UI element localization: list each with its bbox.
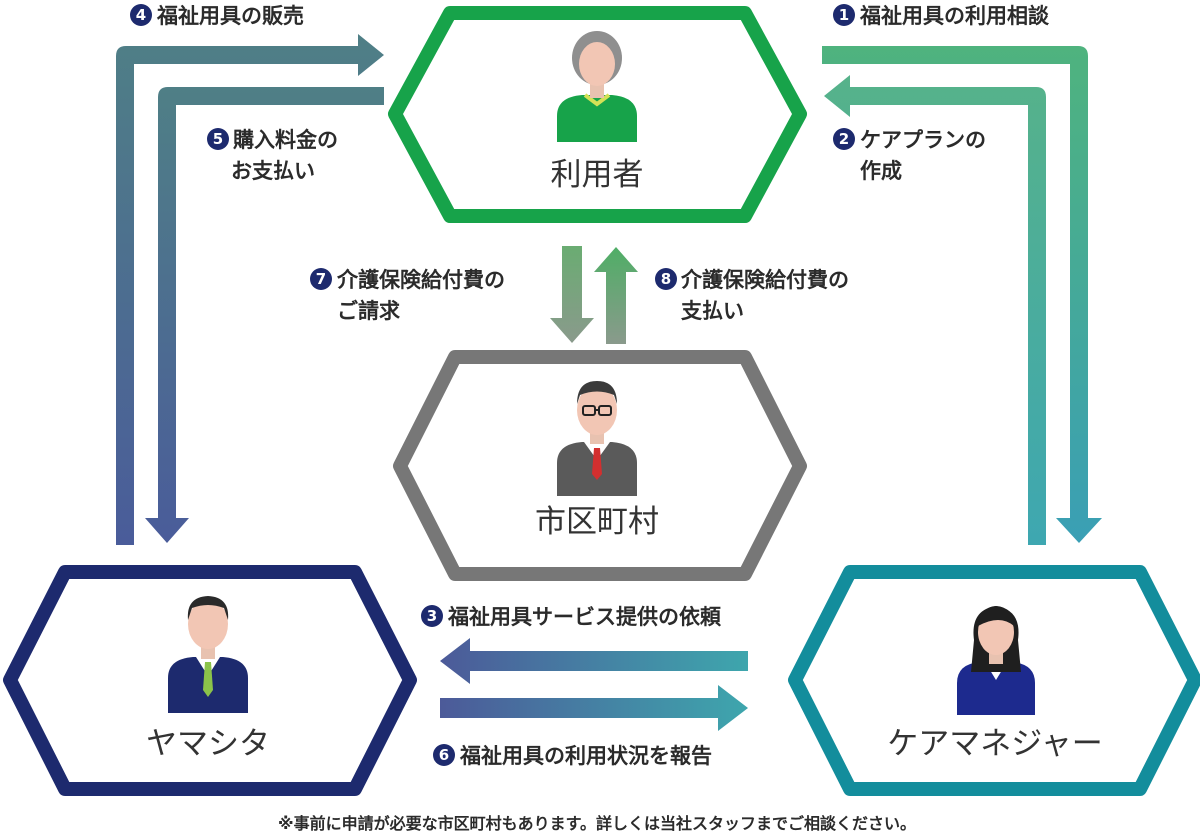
node-shop-label: ヤマシタ: [146, 726, 270, 762]
step-5: 5 購入料金の お支払い: [207, 128, 338, 183]
node-city-label: 市区町村: [535, 504, 659, 540]
elderly-person-icon: [557, 31, 637, 142]
svg-text:6: 6: [439, 746, 449, 764]
svg-text:2: 2: [839, 130, 849, 148]
svg-text:作成: 作成: [860, 159, 902, 183]
arrow-payment: [145, 87, 384, 543]
svg-text:4: 4: [136, 6, 146, 24]
svg-text:7: 7: [316, 270, 326, 288]
node-city: 市区町村: [393, 350, 807, 581]
svg-text:福祉用具の販売: 福祉用具の販売: [156, 4, 304, 28]
official-man-icon: [557, 381, 637, 496]
arrow-request: [440, 638, 748, 684]
footnote: ※事前に申請が必要な市区町村もあります。詳しくは当社スタッフまでご相談ください。: [278, 814, 916, 833]
node-user-label: 利用者: [551, 157, 644, 193]
node-manager-label: ケアマネジャー: [887, 726, 1102, 762]
svg-text:1: 1: [839, 6, 849, 24]
step-2: 2 ケアプランの 作成: [833, 128, 986, 183]
svg-text:5: 5: [213, 130, 223, 148]
arrow-benefit: [594, 247, 638, 344]
step-4: 4 福祉用具の販売: [130, 4, 304, 28]
arrow-consult: [822, 46, 1102, 543]
svg-text:支払い: 支払い: [681, 299, 744, 323]
staff-woman-icon: [957, 606, 1035, 715]
step-8: 8 介護保険給付費の 支払い: [655, 268, 849, 323]
svg-text:介護保険給付費の: 介護保険給付費の: [680, 268, 849, 292]
step-3: 3 福祉用具サービス提供の依頼: [421, 605, 722, 629]
svg-text:ご請求: ご請求: [337, 299, 400, 323]
svg-text:8: 8: [661, 270, 671, 288]
arrow-report: [440, 685, 748, 731]
node-manager: ケアマネジャー: [788, 565, 1200, 796]
step-6: 6 福祉用具の利用状況を報告: [433, 744, 712, 768]
svg-text:お支払い: お支払い: [231, 159, 315, 183]
svg-text:購入料金の: 購入料金の: [232, 128, 338, 152]
staff-man-icon: [168, 596, 248, 713]
svg-text:福祉用具の利用相談: 福祉用具の利用相談: [859, 4, 1050, 28]
svg-text:介護保険給付費の: 介護保険給付費の: [336, 268, 505, 292]
node-user: 利用者: [388, 6, 807, 223]
node-shop: ヤマシタ: [3, 565, 417, 796]
svg-text:ケアプランの: ケアプランの: [860, 128, 986, 152]
svg-text:福祉用具サービス提供の依頼: 福祉用具サービス提供の依頼: [447, 605, 722, 629]
step-7: 7 介護保険給付費の ご請求: [310, 268, 505, 323]
arrow-claim: [550, 246, 594, 343]
svg-text:福祉用具の利用状況を報告: 福祉用具の利用状況を報告: [459, 744, 712, 768]
svg-text:3: 3: [427, 607, 437, 625]
step-1: 1 福祉用具の利用相談: [833, 4, 1050, 28]
